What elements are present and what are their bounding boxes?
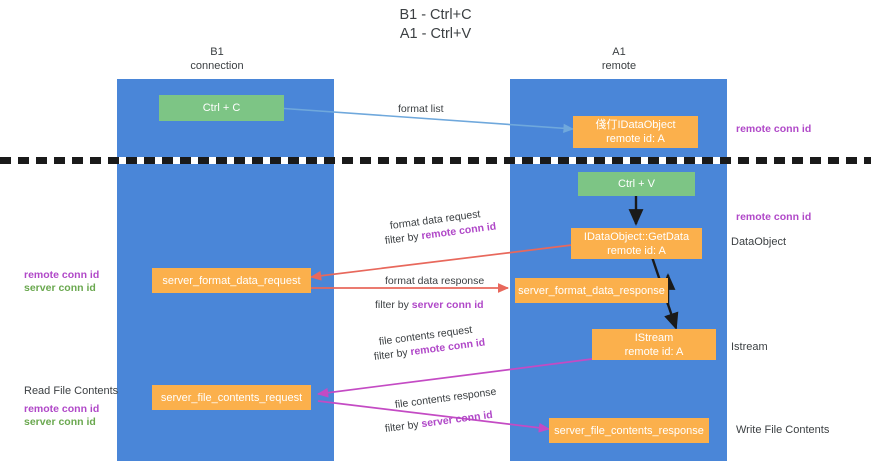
node-idataobject[interactable]: 俴仃IDataObject remote id: A (573, 116, 698, 148)
node-server-format-data-request-label: server_format_data_request (162, 274, 301, 287)
annotation-dataobject: DataObject (731, 236, 786, 249)
annotation-text: Write File Contents (736, 424, 830, 436)
annotation-text: remote conn id (736, 123, 812, 135)
annotation-server-conn-id: server conn id (24, 416, 96, 428)
filter-prefix: filter by (373, 346, 412, 363)
node-server-file-contents-request[interactable]: server_file_contents_request (152, 385, 311, 410)
filter-key-server-conn-id: server conn id (420, 408, 494, 431)
edge-label-format-list: format list (398, 102, 444, 116)
node-server-file-contents-request-label: server_file_contents_request (160, 391, 303, 404)
column-header-b1-name: B1 (210, 46, 224, 58)
column-header-a1-name: A1 (612, 46, 626, 58)
filter-prefix: filter by (384, 230, 423, 247)
node-ctrl-c-label: Ctrl + C (202, 102, 241, 114)
phase-separator (0, 157, 871, 164)
node-istream-line1: IStream (634, 331, 674, 344)
annotation-remote-conn-id: remote conn id (24, 269, 100, 281)
node-istream[interactable]: IStream remote id: A (592, 329, 716, 360)
node-server-format-data-request[interactable]: server_format_data_request (152, 268, 311, 293)
lane-a1-bottom (510, 164, 727, 461)
title-line-2: A1 - Ctrl+V (399, 26, 472, 42)
filter-prefix: filter by (375, 299, 412, 311)
node-ctrl-v-label: Ctrl + V (618, 178, 655, 190)
annotation-write-file-contents: Write File Contents (736, 424, 829, 437)
lane-b1-bottom (117, 164, 334, 461)
annotation-text: Read File Contents (24, 385, 119, 397)
edge-label-format-list-text: format list (398, 103, 444, 115)
diagram-title: B1 - Ctrl+C A1 - Ctrl+V (0, 6, 871, 44)
edge-label-file-contents-response-filter: filter by server conn id (384, 408, 493, 436)
edge-label-file-contents-response-text: file contents response (394, 385, 498, 411)
node-istream-line2: remote id: A (624, 345, 684, 358)
column-header-b1-sub: connection (190, 59, 244, 72)
annotation-read-file-contents: Read File Contents (24, 385, 118, 398)
annotation-text: DataObject (731, 236, 787, 248)
column-header-a1-sub: remote (601, 59, 637, 72)
node-getdata-line1: IDataObject::GetData (583, 230, 690, 243)
node-ctrl-v[interactable]: Ctrl + V (578, 172, 695, 196)
filter-key-server-conn-id: server conn id (411, 299, 484, 311)
annotation-text: remote conn id (736, 211, 812, 223)
node-server-format-data-response-label: server_format_data_response (518, 284, 665, 297)
edge-label-format-data-response: format data response (385, 274, 484, 288)
node-server-file-contents-response-label: server_file_contents_response (554, 424, 704, 437)
column-header-a1: A1 remote (519, 46, 719, 73)
edge-label-format-data-response-filter: filter by server conn id (375, 298, 484, 312)
node-getdata[interactable]: IDataObject::GetData remote id: A (571, 228, 702, 259)
node-server-file-contents-response[interactable]: server_file_contents_response (549, 418, 709, 443)
node-ctrl-c[interactable]: Ctrl + C (159, 95, 284, 121)
filter-prefix: filter by (384, 418, 423, 435)
annotation-right-mid-remote-conn-id: remote conn id (736, 211, 811, 224)
node-server-format-data-response[interactable]: server_format_data_response (515, 278, 668, 303)
node-idataobject-line1: 俴仃IDataObject (595, 119, 676, 131)
edge-label-file-contents-response: file contents response (394, 385, 497, 412)
title-line-1: B1 - Ctrl+C (399, 7, 472, 23)
annotation-left-mid-conn-ids: remote conn id server conn id (24, 269, 99, 295)
annotation-right-top-remote-conn-id: remote conn id (736, 123, 811, 136)
edge-label-format-data-response-text: format data response (385, 275, 485, 287)
annotation-server-conn-id: server conn id (24, 282, 96, 294)
column-header-b1: B1 connection (117, 46, 317, 73)
annotation-text: Istream (731, 341, 768, 353)
annotation-left-bottom-conn-ids: remote conn id server conn id (24, 403, 99, 429)
node-idataobject-line2: remote id: A (606, 133, 665, 145)
annotation-remote-conn-id: remote conn id (24, 403, 100, 415)
node-getdata-line2: remote id: A (607, 244, 666, 257)
annotation-istream: Istream (731, 341, 768, 354)
